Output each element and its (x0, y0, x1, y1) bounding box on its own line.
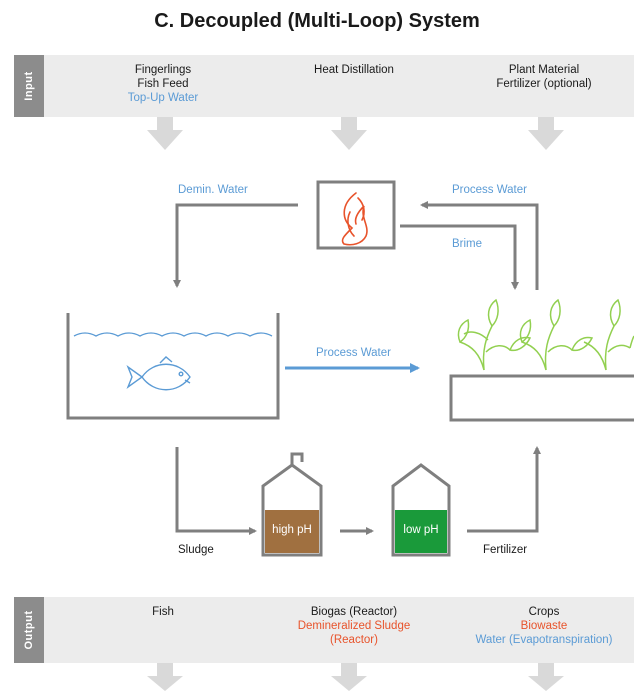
low-ph-reactor (391, 463, 451, 557)
input-heat-distillation: Heat Distillation (314, 64, 394, 76)
input-top-up-water: Top-Up Water (127, 92, 199, 104)
plant-icons (457, 298, 634, 371)
label-process-water-top: Process Water (452, 184, 527, 196)
input-col-plants: Plant Material Fertilizer (optional) (464, 63, 624, 91)
output-col-reactor: Biogas (Reactor) Demineralized Sludge (R… (279, 605, 429, 647)
output-arrow-crops (528, 663, 564, 691)
low-ph-fill (395, 510, 447, 553)
input-col-distillation: Heat Distillation (289, 63, 419, 77)
diagram-title: C. Decoupled (Multi-Loop) System (154, 10, 480, 32)
output-biowaste: Biowaste (520, 620, 568, 632)
input-fish-feed: Fish Feed (137, 78, 189, 90)
output-tab: Output (14, 597, 44, 663)
output-demin-sludge: Demineralized Sludge (297, 620, 411, 632)
label-brime: Brime (452, 238, 483, 250)
high-ph-reactor (261, 452, 323, 557)
flame-icon (341, 192, 368, 246)
output-water-evapotranspiration: Water (Evapotranspiration) (475, 634, 613, 646)
process-water-return-line (420, 201, 539, 290)
output-band: Output Fish Biogas (Reactor) Demineraliz… (14, 597, 634, 663)
output-reactor: (Reactor) (330, 634, 378, 646)
input-tab: Input (14, 55, 44, 117)
input-arrow-fish (147, 117, 183, 150)
label-process-water-mid: Process Water (316, 347, 391, 359)
output-col-crops: Crops Biowaste Water (Evapotranspiration… (464, 605, 624, 647)
high-ph-label: high pH (272, 524, 312, 536)
output-fish: Fish (152, 606, 174, 618)
fish-tank (66, 313, 280, 420)
sludge-line (175, 447, 257, 535)
input-col-fish: Fingerlings Fish Feed Top-Up Water (98, 63, 228, 105)
distillation-box (316, 180, 396, 250)
high-ph-fill (265, 510, 319, 553)
output-down-arrows (147, 663, 564, 691)
output-arrow-reactor (331, 663, 367, 691)
input-plant-material: Plant Material (508, 64, 580, 76)
demin-water-line (173, 203, 298, 288)
output-crops: Crops (528, 606, 560, 618)
label-sludge: Sludge (178, 544, 214, 556)
brime-line (400, 224, 519, 290)
fertilizer-line (467, 446, 541, 533)
water-waves (73, 332, 273, 337)
input-arrow-plants (528, 117, 564, 150)
plant-icon (583, 298, 634, 371)
input-arrow-distillation (331, 117, 367, 150)
gas-outlet (290, 452, 304, 465)
input-down-arrows (147, 117, 564, 150)
output-biogas: Biogas (Reactor) (310, 606, 398, 618)
plant-icon (457, 298, 532, 371)
output-col-fish: Fish (98, 605, 228, 619)
plant-icon (519, 298, 594, 371)
input-fertilizer: Fertilizer (optional) (496, 78, 592, 90)
label-fertilizer: Fertilizer (483, 544, 528, 556)
output-arrow-fish (147, 663, 183, 691)
input-band: Input Fingerlings Fish Feed Top-Up Water… (14, 55, 634, 117)
low-ph-label: low pH (403, 524, 439, 536)
fish-icon (126, 356, 191, 391)
input-fingerlings: Fingerlings (134, 64, 192, 76)
label-demin-water: Demin. Water (178, 184, 248, 196)
plant-bed (449, 374, 634, 422)
